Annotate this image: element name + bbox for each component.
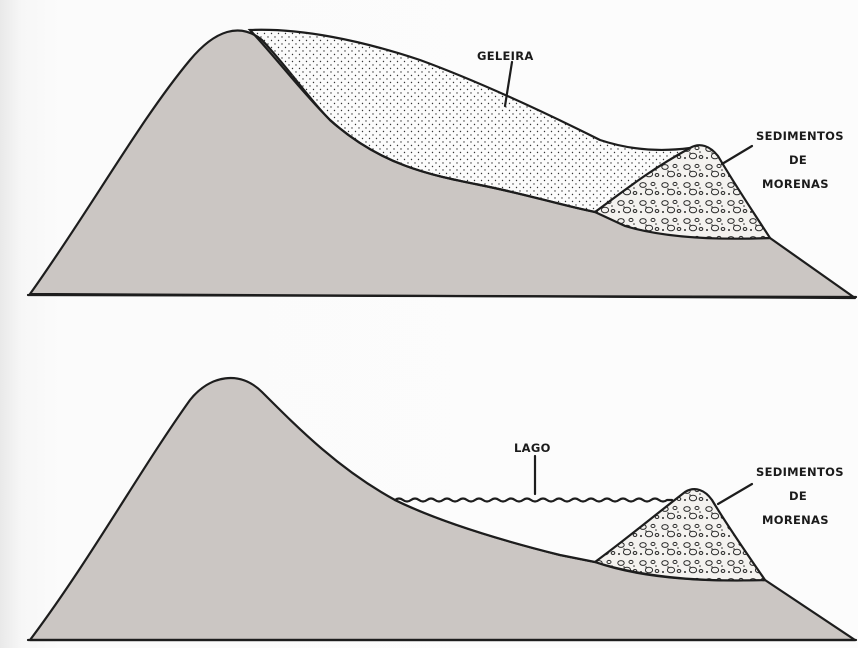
- glacier-label: GELEIRA: [477, 49, 534, 63]
- moraine-label-top-1: SEDIMENTOS: [756, 129, 844, 143]
- moraine-leader-line-bottom: [718, 484, 752, 504]
- moraine-label-bottom-3: MORENAS: [762, 513, 829, 527]
- panel-glacier: GELEIRA SEDIMENTOS DE MORENAS: [28, 30, 856, 298]
- moraine-label-bottom-2: DE: [789, 489, 807, 503]
- moraine-label-bottom-1: SEDIMENTOS: [756, 465, 844, 479]
- panel-lake: LAGO SEDIMENTOS DE MORENAS: [28, 378, 856, 640]
- lake-label: LAGO: [514, 441, 551, 455]
- moraine-label-top-3: MORENAS: [762, 177, 829, 191]
- moraine-label-top-2: DE: [789, 153, 807, 167]
- moraine-leader-line-top: [722, 146, 752, 164]
